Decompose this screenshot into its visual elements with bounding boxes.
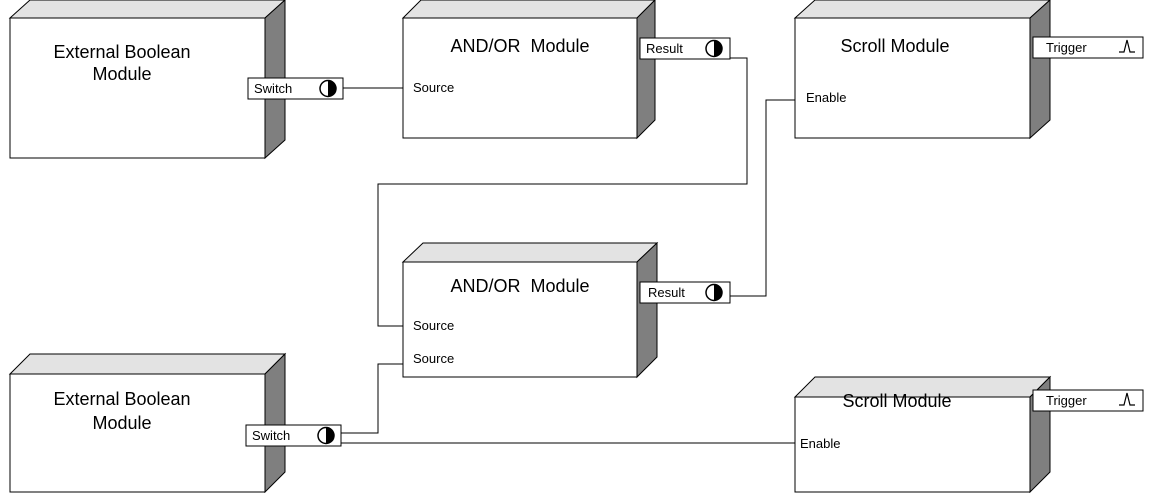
ext-boolean-module-2[interactable]: External Boolean Module	[8, 352, 287, 493]
module-front-face	[9, 373, 266, 493]
port-box	[1032, 36, 1144, 59]
module-front-face	[402, 261, 638, 378]
module-side-face	[264, 352, 286, 493]
scroll-module-2[interactable]: Scroll Module Enable	[793, 375, 1052, 493]
switch-label: Switch	[252, 428, 290, 443]
source-input-label: Source	[413, 351, 454, 366]
trigger-port-2[interactable]: Trigger	[1032, 389, 1144, 412]
result-label: Result	[646, 41, 683, 56]
scroll-module-1[interactable]: Scroll Module Enable	[793, 0, 1051, 140]
trigger-label: Trigger	[1046, 393, 1087, 408]
port-box	[1032, 389, 1144, 412]
andor-module-1[interactable]: AND/OR Module Source	[401, 0, 656, 140]
module-top-face	[793, 0, 1051, 19]
pulse-icon	[1119, 392, 1135, 406]
result-port-2[interactable]: Result	[639, 281, 731, 304]
source-input-label: Source	[413, 318, 454, 333]
module-top-face	[8, 0, 286, 19]
half-circle-icon	[705, 39, 723, 58]
ext-boolean-module-1[interactable]: External Boolean Module	[8, 0, 286, 160]
module-front-face	[9, 17, 266, 159]
source-input-label: Source	[413, 80, 454, 95]
enable-input-label: Enable	[800, 436, 840, 451]
module-front-face	[794, 396, 1031, 493]
module-title-line2: Module	[92, 413, 151, 433]
module-side-face	[636, 0, 656, 140]
switch-label: Switch	[254, 81, 292, 96]
port-box	[245, 424, 342, 447]
switch-port-2[interactable]: Switch	[245, 424, 342, 447]
module-side-face	[636, 241, 658, 379]
module-side-face	[1029, 0, 1051, 140]
module-top-face	[401, 242, 659, 263]
module-title-line2: Module	[92, 64, 151, 84]
enable-input-label: Enable	[806, 90, 846, 105]
module-title: AND/OR Module	[450, 276, 589, 296]
wire-switch2-to-source	[341, 363, 403, 434]
module-title: AND/OR Module	[450, 36, 589, 56]
module-front-face	[402, 17, 638, 139]
wire-result2-to-enable	[730, 99, 795, 297]
trigger-port-1[interactable]: Trigger	[1032, 36, 1144, 59]
switch-port-1[interactable]: Switch	[247, 77, 344, 100]
module-title: Scroll Module	[842, 391, 951, 411]
andor-module-2[interactable]: AND/OR Module Source Source	[401, 241, 659, 379]
wire-result1-to-source	[377, 57, 748, 327]
module-top-face	[8, 353, 287, 375]
trigger-label: Trigger	[1046, 40, 1087, 55]
module-front-face	[794, 17, 1031, 139]
module-top-face	[401, 0, 656, 19]
half-circle-icon	[317, 426, 335, 445]
module-title: Scroll Module	[840, 36, 949, 56]
connections	[341, 57, 795, 444]
result-label: Result	[648, 285, 685, 300]
half-circle-icon	[705, 283, 723, 302]
half-circle-icon	[319, 79, 337, 98]
pulse-icon	[1119, 39, 1135, 53]
module-title-line1: External Boolean	[53, 389, 190, 409]
module-title-line1: External Boolean	[53, 42, 190, 62]
result-port-1[interactable]: Result	[639, 37, 731, 60]
